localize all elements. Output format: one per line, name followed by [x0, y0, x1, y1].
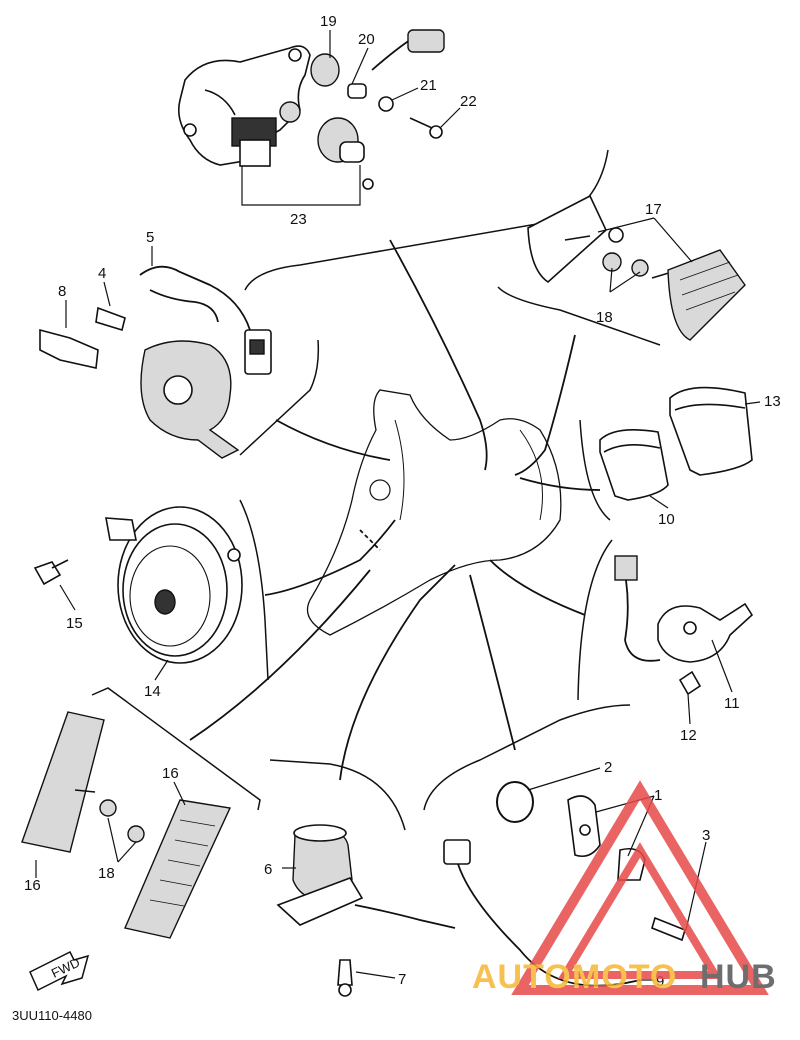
forward-arrow: FWD — [29, 950, 90, 992]
starter-solenoid — [276, 824, 456, 997]
ignition-switch-assembly — [177, 29, 445, 190]
leader-lines — [35, 30, 761, 981]
callout-18-top: 18 — [596, 309, 613, 326]
callout-23: 23 — [290, 211, 307, 228]
relay-units — [599, 386, 753, 501]
watermark-text-moto: MOTO — [572, 958, 677, 996]
watermark-text-auto: AUTO — [472, 958, 572, 996]
callout-11: 11 — [724, 695, 740, 712]
callout-1: 1 — [654, 787, 662, 804]
callout-6: 6 — [264, 861, 272, 878]
callout-18-bottom: 18 — [98, 865, 115, 882]
callout-16-side: 16 — [162, 765, 179, 782]
callout-5: 5 — [146, 229, 154, 246]
callout-19: 19 — [320, 13, 337, 30]
watermark-triangle-inner — [557, 842, 723, 979]
callout-9: 9 — [656, 973, 664, 990]
callout-17: 17 — [645, 201, 662, 218]
callout-numbers: 19 20 21 22 23 17 18 5 4 8 13 10 15 14 1… — [24, 13, 781, 990]
watermark-text-hub: HUB — [700, 958, 777, 996]
watermark: AUTO MOTO HUB — [472, 780, 777, 996]
section-frames — [91, 149, 661, 831]
callout-13: 13 — [764, 393, 781, 410]
side-reflector-left — [21, 711, 145, 853]
sidestand-switch — [614, 555, 754, 696]
callout-15: 15 — [66, 615, 83, 632]
rear-reflector — [527, 194, 746, 341]
side-reflector-right — [124, 799, 232, 939]
callout-21: 21 — [420, 77, 437, 94]
callout-2: 2 — [604, 759, 612, 776]
frame-outline — [306, 389, 562, 636]
callout-4: 4 — [98, 265, 106, 282]
callout-8: 8 — [58, 283, 66, 300]
callout-3: 3 — [702, 827, 710, 844]
sensor-assembly — [39, 265, 272, 459]
callout-14: 14 — [144, 683, 161, 700]
harness-wires — [189, 239, 601, 781]
watermark-triangle-outer — [511, 780, 769, 995]
horn — [33, 506, 243, 664]
callout-22: 22 — [460, 93, 477, 110]
callout-20: 20 — [358, 31, 375, 48]
callout-16: 16 — [24, 877, 41, 894]
callout-7: 7 — [398, 971, 406, 988]
diagram-code: 3UU110-4480 — [12, 1008, 92, 1023]
callout-10: 10 — [658, 511, 675, 528]
callout-12: 12 — [680, 727, 697, 744]
